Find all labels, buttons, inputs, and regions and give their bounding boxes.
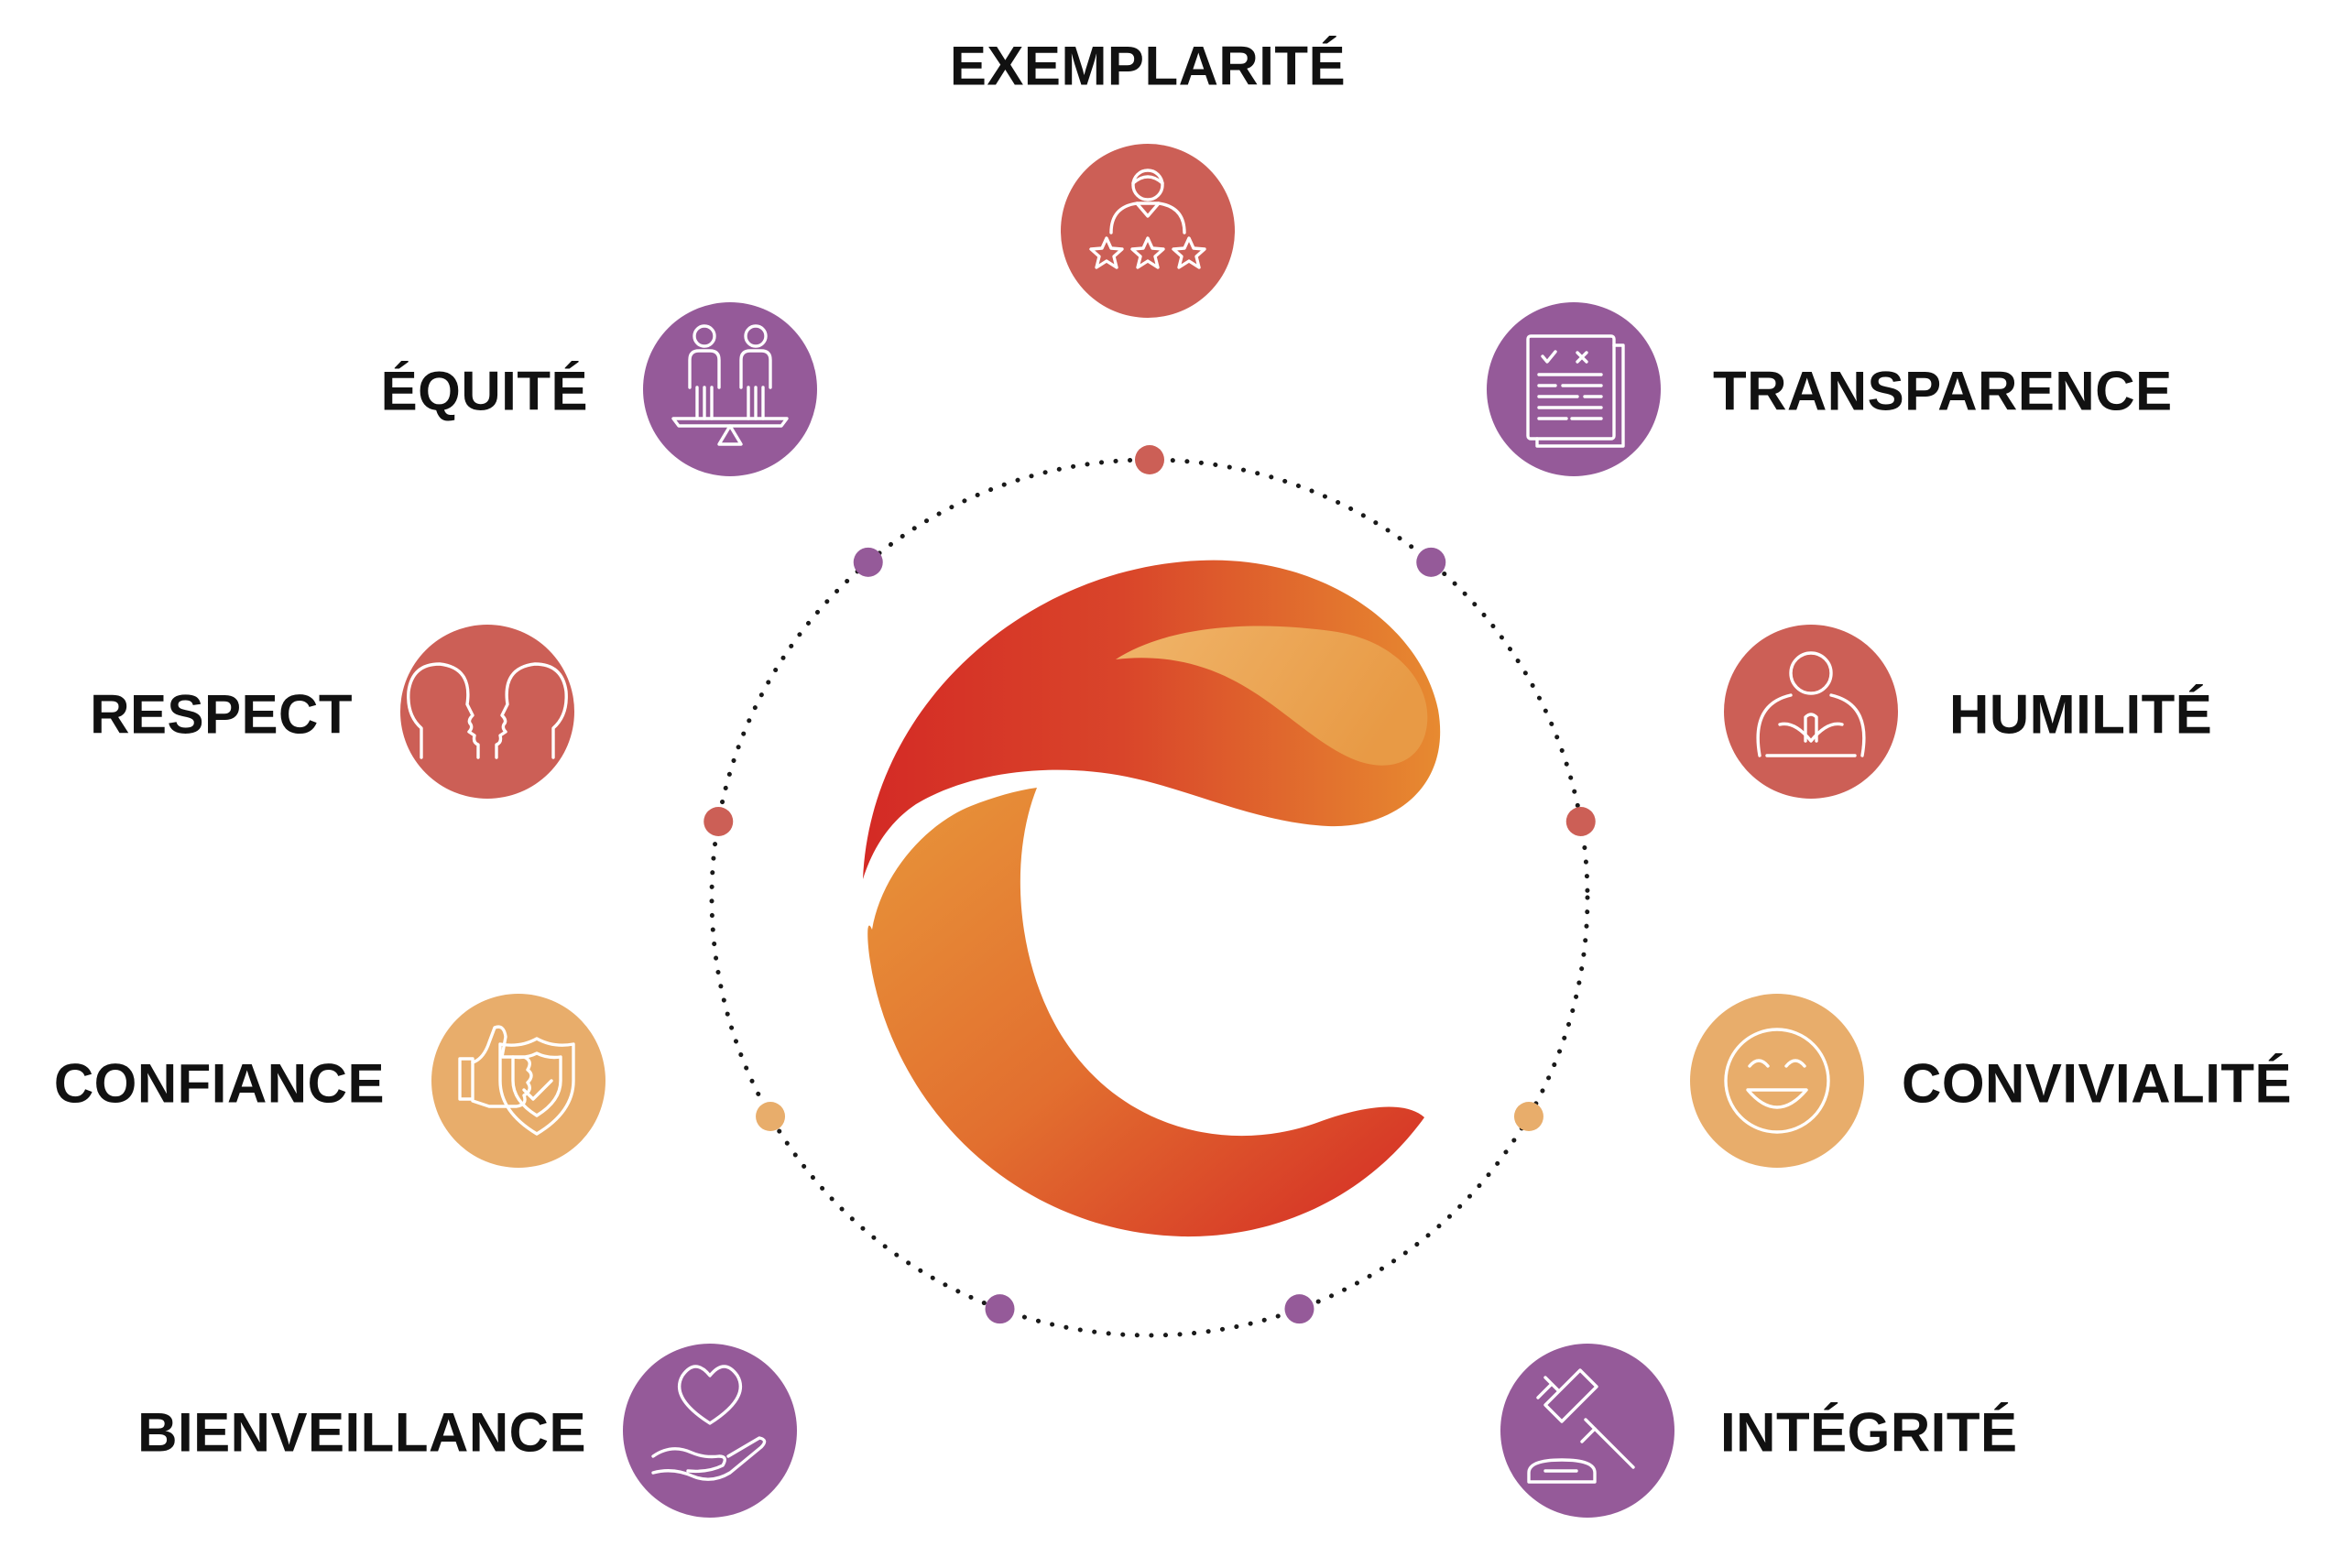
dotted-ring [709,457,1590,1338]
ring-dot [704,806,734,836]
ring-dot [1284,1294,1314,1324]
value-label-exemplarite: EXEMPLARITÉ [950,36,1346,97]
value-circle-confiance [431,994,605,1168]
gavel-icon [1527,1368,1635,1484]
value-label-integrite: INTÉGRITÉ [1720,1402,2018,1464]
ring-dot [756,1102,786,1131]
ring-dot [1513,1102,1543,1131]
ring-dot [853,547,883,577]
ring-dot [1135,445,1164,474]
value-node-humilite: HUMILITÉ [1724,625,2212,799]
value-label-humilite: HUMILITÉ [1949,684,2212,746]
ring-dot [1565,806,1596,836]
value-node-bienveillance: BIENVEILLANCE [137,1344,797,1518]
value-circle-respect [400,625,574,799]
value-label-equite: ÉQUITÉ [381,361,588,422]
heart-hand-icon [651,1365,767,1481]
value-label-convivialite: CONVIVIALITÉ [1902,1053,2292,1115]
c-flame-logo-icon [863,560,1441,1237]
value-node-transparence: TRANSPARENCE [1487,302,2173,476]
value-node-equite: ÉQUITÉ [381,302,817,476]
value-node-confiance: CONFIANCE [54,994,605,1168]
ring-dot [985,1294,1015,1324]
value-circle-exemplarite [1061,144,1235,318]
value-label-bienveillance: BIENVEILLANCE [137,1402,586,1464]
value-label-respect: RESPECT [90,684,353,746]
value-node-integrite: INTÉGRITÉ [1500,1344,2018,1518]
thumb-shield-icon [458,1025,575,1136]
value-node-respect: RESPECT [90,625,574,799]
value-label-confiance: CONFIANCE [54,1053,385,1115]
faces-profile-icon [407,662,568,759]
value-circle-convivialite [1690,994,1864,1168]
value-label-transparence: TRANSPARENCE [1713,361,2173,422]
document-checklist-icon [1526,334,1625,448]
smiley-icon [1724,1028,1830,1134]
person-stars-icon [1089,169,1206,269]
value-node-exemplarite: EXEMPLARITÉ [950,36,1346,318]
value-node-convivialite: CONVIVIALITÉ [1690,994,2292,1168]
value-circle-bienveillance [623,1344,797,1518]
ring-dot [1416,547,1446,577]
ring-dots [704,445,1596,1324]
value-circle-humilite [1724,625,1898,799]
balanced-people-icon [671,324,789,446]
value-circle-equite [643,302,817,476]
value-circle-transparence [1487,302,1661,476]
person-praying-icon [1756,651,1866,757]
value-circle-integrite [1500,1344,1674,1518]
